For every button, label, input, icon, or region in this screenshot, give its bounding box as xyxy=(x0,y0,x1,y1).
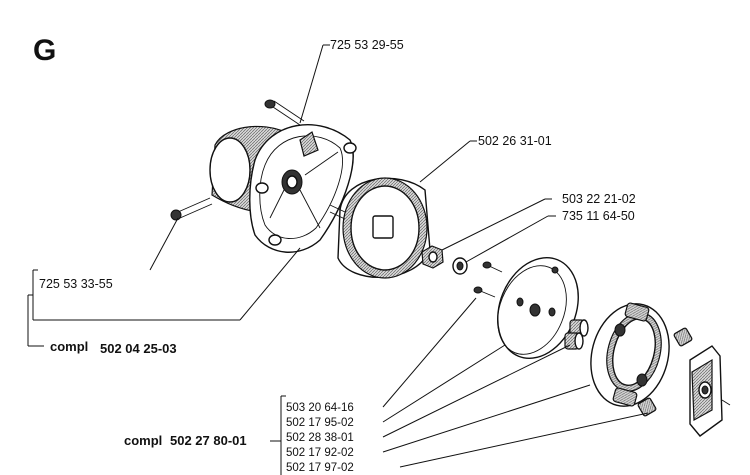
carrier-bracket-part xyxy=(689,345,731,437)
label-washer: 735 11 64-50 xyxy=(562,209,635,223)
label-list-2: 502 17 95-02 xyxy=(286,417,354,429)
label-clutch-drum: 502 26 31-01 xyxy=(478,134,552,148)
label-list-1: 503 20 64-16 xyxy=(286,402,354,414)
label-assembly-2-prefix: compl xyxy=(124,433,162,448)
screw-left-part xyxy=(170,197,213,221)
clutch-drum-part xyxy=(329,177,431,279)
spring-parts xyxy=(637,327,693,417)
label-nut: 503 22 21-02 xyxy=(562,192,636,206)
spacer-parts xyxy=(564,319,589,350)
washer-part xyxy=(452,257,468,275)
small-screws-part xyxy=(473,261,503,298)
label-assembly-1-prefix: compl xyxy=(50,339,88,354)
label-list-5: 502 17 97-02 xyxy=(286,462,354,474)
clutch-plate-part xyxy=(497,257,579,359)
clutch-shoes-part xyxy=(590,302,670,407)
nut-part xyxy=(421,245,444,269)
label-list-4: 502 17 92-02 xyxy=(286,447,354,459)
clutch-housing-part xyxy=(209,124,357,253)
label-screw-left: 725 53 33-55 xyxy=(39,277,113,291)
label-assembly-1-number: 502 04 25-03 xyxy=(100,341,177,356)
screw-top-part xyxy=(264,99,305,126)
label-assembly-2-number: 502 27 80-01 xyxy=(170,433,247,448)
label-list-3: 502 28 38-01 xyxy=(286,432,354,444)
label-screw-top: 725 53 29-55 xyxy=(330,38,404,52)
section-letter: G xyxy=(33,34,56,67)
leader-lines xyxy=(27,44,649,475)
